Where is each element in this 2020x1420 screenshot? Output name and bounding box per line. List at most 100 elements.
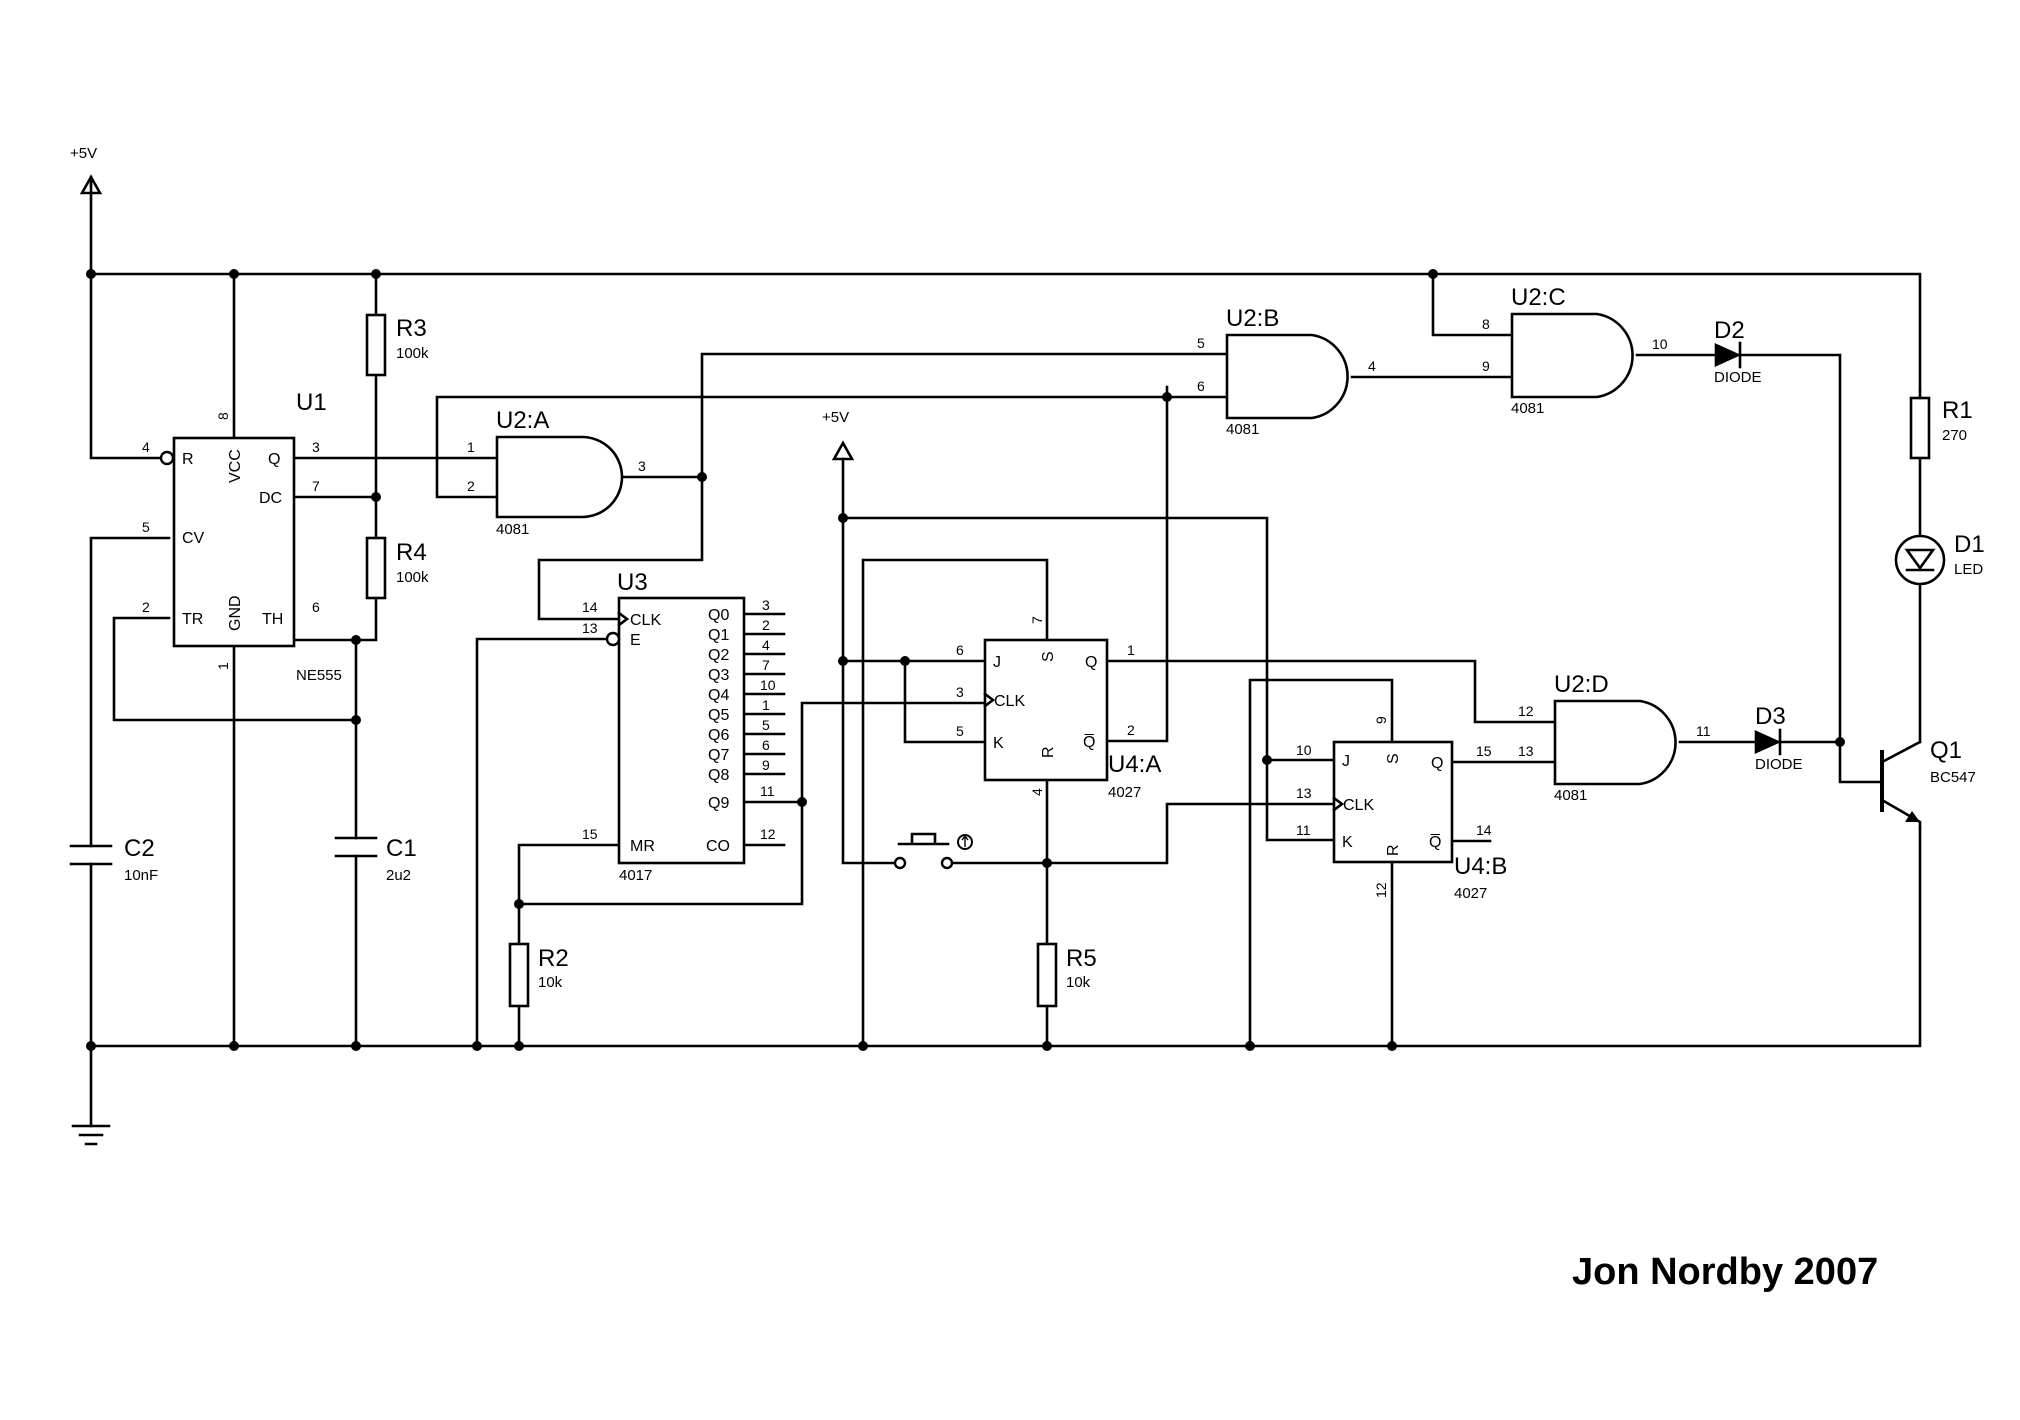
u4a-value: 4027 — [1108, 784, 1141, 801]
u3-num-e: 13 — [582, 620, 598, 636]
junction-dot — [351, 1041, 361, 1051]
u1-pin-r: R — [182, 451, 194, 468]
clock-edge-icon — [983, 692, 996, 708]
u4a-pin-s: S — [1040, 651, 1057, 662]
led-body — [1894, 534, 1946, 586]
u4b-value: 4027 — [1454, 885, 1487, 902]
u4b-pin-k: K — [1342, 834, 1353, 851]
push-button-icon — [897, 832, 950, 846]
u1-num-r: 4 — [142, 439, 150, 455]
vcc-symbol-mid: +5V — [822, 409, 855, 461]
junction-dot — [1835, 737, 1845, 747]
u4b-num-j: 10 — [1296, 742, 1312, 758]
u3-pin-q5: Q5 — [708, 707, 729, 724]
u1-pin-gnd: GND — [227, 595, 244, 631]
u3-num-co: 12 — [760, 826, 776, 842]
wire-u2c-in8 — [1431, 272, 1514, 337]
u2b-ref: U2:B — [1226, 305, 1279, 332]
junction-dot — [1428, 269, 1438, 279]
junction-dot — [1042, 858, 1052, 868]
q1-value: BC547 — [1930, 769, 1976, 786]
r2-ref: R2 — [538, 945, 569, 972]
u3-pin-co: CO — [706, 838, 730, 855]
d2-value: DIODE — [1714, 369, 1762, 386]
u1-num-gnd: 1 — [215, 662, 231, 670]
r1-ref: R1 — [1942, 397, 1973, 424]
u2d-pin-in1: 12 — [1518, 703, 1534, 719]
u2a-ref: U2:A — [496, 407, 549, 434]
u4a-num-q: 1 — [1127, 642, 1135, 658]
resistor-icon — [365, 536, 387, 600]
wire-vcc-rail — [89, 272, 1922, 392]
u3-num-clk: 14 — [582, 599, 598, 615]
u1-num-th: 6 — [312, 599, 320, 615]
junction-dot — [472, 1041, 482, 1051]
u2b-pin-in1: 5 — [1197, 335, 1205, 351]
wire-u4a-s — [861, 558, 1049, 1048]
wire-u4a-qb — [1105, 395, 1169, 743]
resistor-icon — [508, 942, 530, 1008]
junction-dot — [1387, 1041, 1397, 1051]
u3-pin-q9: Q9 — [708, 795, 729, 812]
junction-dot — [1262, 755, 1272, 765]
c1-value: 2u2 — [386, 867, 411, 884]
junctions — [86, 269, 1845, 1051]
r5-resistor: R5 10k — [1036, 942, 1097, 1008]
u2d-ref: U2:D — [1554, 671, 1609, 698]
u2c-value: 4081 — [1511, 400, 1544, 417]
wire-u3-e — [475, 637, 613, 1048]
u3-num-q4: 10 — [760, 677, 776, 693]
u4b-ref: U4:B — [1454, 853, 1507, 880]
clock-edge-icon — [1332, 796, 1345, 812]
u1-num-cv: 5 — [142, 519, 150, 535]
junction-dot — [838, 513, 848, 523]
wire-d2-q1 — [1738, 353, 1884, 784]
resistor-icon — [1036, 942, 1058, 1008]
wire-u4b-s — [1248, 678, 1394, 1048]
r1-value: 270 — [1942, 427, 1967, 444]
u3-num-q3: 7 — [762, 657, 770, 673]
u3-num-q9: 11 — [760, 783, 775, 799]
u4b-pin-r: R — [1385, 844, 1402, 856]
capacitor-icon — [69, 844, 113, 866]
junction-dot — [86, 269, 96, 279]
c1-capacitor: C1 2u2 — [334, 835, 417, 884]
d3-diode: D3 DIODE — [1754, 703, 1803, 773]
u1-pin-q: Q — [268, 451, 280, 468]
clock-edge-icon — [617, 611, 630, 627]
wire-u2a-out — [620, 352, 1229, 479]
r3-value: 100k — [396, 345, 429, 362]
switch-contact — [940, 856, 954, 870]
u3-pin-q2: Q2 — [708, 647, 729, 664]
u4b-num-q: 15 — [1476, 743, 1492, 759]
u1-body — [172, 436, 296, 648]
junction-dot — [1245, 1041, 1255, 1051]
u1-pin-vcc: VCC — [227, 449, 244, 483]
and-gate-icon — [1553, 699, 1677, 786]
ground-symbol — [71, 1124, 111, 1146]
wire-gnd-rail — [89, 826, 1922, 1048]
transistor-collector — [1880, 740, 1922, 764]
d1-ref: D1 — [1954, 531, 1985, 558]
wire-u3-mr — [517, 843, 621, 946]
u2c-pin-in1: 8 — [1482, 316, 1490, 332]
resistor-icon — [1909, 396, 1931, 460]
u2a-and-gate: U2:A 4081 1 2 3 — [467, 407, 646, 538]
diode-icon — [1714, 342, 1742, 368]
u2a-pin-in2: 2 — [467, 478, 475, 494]
u4b-jk-flipflop: U4:B 4027 J CLK K Q Q̅ S R 10 13 11 15 1… — [1296, 716, 1507, 902]
junction-dot — [1042, 1041, 1052, 1051]
junction-dot — [838, 656, 848, 666]
u1-pin-tr: TR — [182, 611, 203, 628]
u2b-pin-in2: 6 — [1197, 378, 1205, 394]
r4-ref: R4 — [396, 539, 427, 566]
c1-ref: C1 — [386, 835, 417, 862]
u1-ref: U1 — [296, 389, 327, 416]
c2-capacitor: C2 10nF — [69, 835, 158, 884]
transistor-emitter — [1880, 798, 1922, 830]
u4b-num-r: 12 — [1373, 882, 1389, 898]
u4b-num-s: 9 — [1373, 716, 1389, 724]
u3-pin-q6: Q6 — [708, 727, 729, 744]
push-button-switch — [893, 832, 973, 870]
junction-dot — [697, 472, 707, 482]
